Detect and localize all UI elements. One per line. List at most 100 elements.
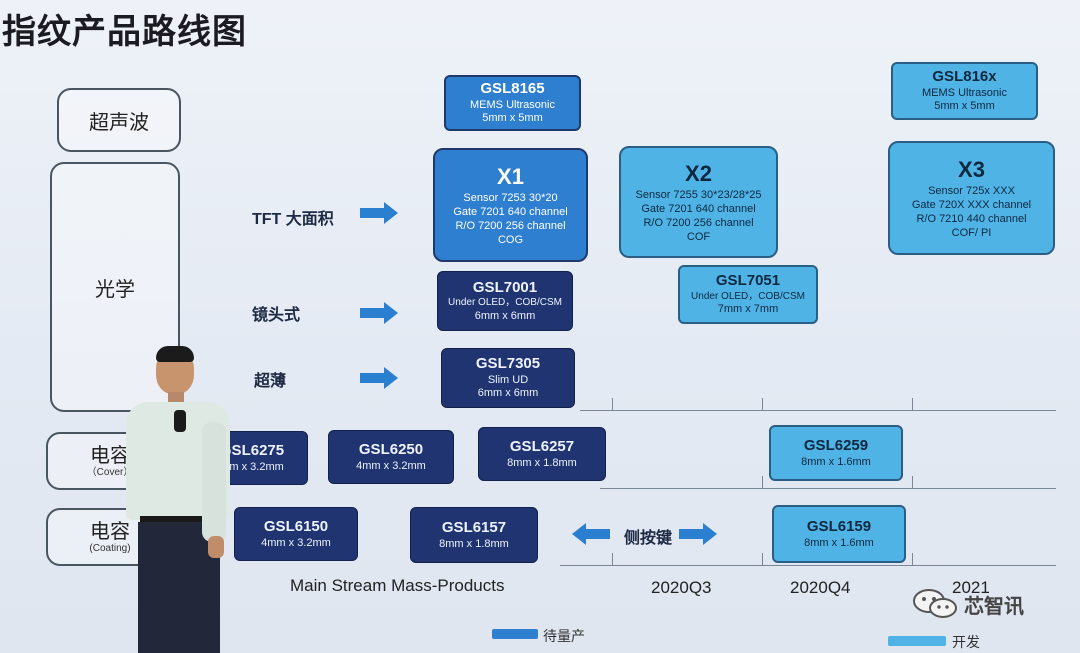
presenter-figure [118,346,238,653]
category-ultrasonic-label: 超声波 [89,111,149,134]
chip-spec: 5mm x 5mm [934,100,995,113]
category-cap-cover-sub: （Cover） [86,466,134,478]
category-optical: 光学 [50,162,180,412]
timeline-divider-coating [560,565,1056,566]
presenter-belt [140,516,218,524]
chip-gsl7051: GSL7051 Under OLED，COB/CSM 7mm x 7mm [678,265,818,324]
chip-spec: Gate 7201 640 channel [453,206,568,218]
timeline-tick [762,398,763,410]
chip-name: GSL6259 [803,436,869,454]
chip-spec: 6mm x 6mm [474,309,536,322]
timeline-tick [912,398,913,410]
presenter-hand [208,536,224,558]
chip-name: GSL7305 [475,354,541,372]
chip-gsl6157: GSL6157 8mm x 1.8mm [410,507,538,563]
chip-gsl6159: GSL6159 8mm x 1.6mm [772,505,906,563]
timeline-divider-cover [600,488,1056,489]
chip-spec: MEMS Ultrasonic [922,86,1007,99]
timeline-tick [912,476,913,488]
timeline-tick [762,553,763,565]
chip-x2: X2 Sensor 7255 30*23/28*25 Gate 7201 640… [619,146,778,258]
chip-name: GSL6159 [806,517,872,535]
chip-spec: MEMS Ultrasonic [470,98,555,111]
chip-spec: 8mm x 1.8mm [507,456,577,469]
row-label-lens: 镜头式 [252,307,301,324]
category-cap-coating-label: 电容 [90,520,130,543]
category-optical-label: 光学 [95,278,135,301]
arrow-right-icon [360,302,398,324]
chip-spec: 4mm x 3.2mm [261,536,331,549]
arrow-left-icon [572,523,610,545]
chip-gsl6257: GSL6257 8mm x 1.8mm [478,427,606,481]
chip-gsl7001: GSL7001 Under OLED，COB/CSM 6mm x 6mm [437,271,573,331]
category-cap-cover-label: 电容 [90,444,130,467]
chip-name: GSL6150 [263,517,329,535]
chip-spec: Sensor 7255 30*23/28*25 [635,189,762,202]
legend-swatch-dev [888,636,946,646]
chip-spec: 6mm x 6mm [477,387,539,400]
timeline-divider-optical [580,410,1056,411]
chip-name: GSL6250 [358,440,424,458]
chip-spec: 8mm x 1.8mm [439,537,509,550]
chip-spec: R/O 7200 256 channel [643,216,754,229]
presenter-arm [202,422,226,542]
category-cap-coating-sub: (Coating) [89,542,131,554]
chip-gsl6150: GSL6150 4mm x 3.2mm [234,507,358,561]
chip-x1: X1 Sensor 7253 30*20 Gate 7201 640 chann… [433,148,588,262]
presenter-hair [156,346,194,362]
chip-name: X2 [685,160,712,186]
chip-spec: 4mm x 3.2mm [356,459,426,472]
timeline-tick [612,398,613,410]
chip-spec: Slim UD [487,373,529,386]
chip-spec: Gate 7201 640 channel [641,203,756,215]
chip-spec: 5mm x 5mm [482,112,543,125]
chip-name: GSL7051 [715,272,781,289]
chip-name: GSL6257 [509,437,575,455]
slide-title: 指纹产品路线图 [2,13,247,51]
chip-spec: COG [497,233,524,246]
category-ultrasonic: 超声波 [57,88,181,152]
arrow-right-icon [360,202,398,224]
chip-spec: 8mm x 1.6mm [804,536,874,549]
chip-name: GSL6275 [219,441,285,459]
watermark-text: 芯智讯 [964,595,1024,618]
chip-spec: R/O 7210 440 channel [916,212,1027,225]
legend-swatch-pending [492,629,538,639]
chip-name: GSL6157 [441,518,507,536]
chip-name: GSL7001 [472,278,538,296]
chip-spec: mm x 3.2mm [220,460,284,473]
chip-spec: COF/ PI [951,226,992,239]
wechat-icon [913,589,957,618]
timeline-tick [612,553,613,565]
timeline-tick [762,476,763,488]
legend-label-pending: 待量产 [543,628,585,644]
row-label-tft: TFT 大面积 [252,211,334,228]
row-label-side-key: 侧按键 [624,530,673,547]
presenter-trousers [138,522,220,653]
chip-name: X1 [497,163,524,189]
chip-gsl8165: GSL8165 MEMS Ultrasonic 5mm x 5mm [444,75,581,131]
timeline-label-q3: 2020Q3 [651,578,712,597]
chip-spec: Gate 720X XXX channel [911,199,1032,211]
timeline-tick [912,553,913,565]
timeline-label-2021: 2021 [952,578,990,597]
legend-label-dev: 开发 [952,634,980,650]
chip-spec: Sensor 725x XXX [928,185,1015,198]
chip-gsl7305: GSL7305 Slim UD 6mm x 6mm [441,348,575,408]
microphone-icon [174,410,186,432]
chip-gsl6250: GSL6250 4mm x 3.2mm [328,430,454,484]
arrow-right-icon [360,367,398,389]
chip-spec: 8mm x 1.6mm [801,455,871,468]
chip-gsl6259: GSL6259 8mm x 1.6mm [769,425,903,481]
chip-spec: COF [686,230,711,243]
chip-name: X3 [958,156,985,182]
chip-gsl816x: GSL816x MEMS Ultrasonic 5mm x 5mm [891,62,1038,120]
chip-x3: X3 Sensor 725x XXX Gate 720X XXX channel… [888,141,1055,255]
chip-name: GSL816x [932,67,997,85]
watermark: 芯智讯 [912,588,1024,620]
chip-spec: R/O 7200 256 channel [455,219,566,232]
chip-spec: Under OLED，COB/CSM [448,297,562,309]
chip-name: GSL8165 [480,79,545,97]
row-label-thin: 超薄 [254,373,287,390]
chip-spec: Under OLED，COB/CSM [691,290,805,302]
